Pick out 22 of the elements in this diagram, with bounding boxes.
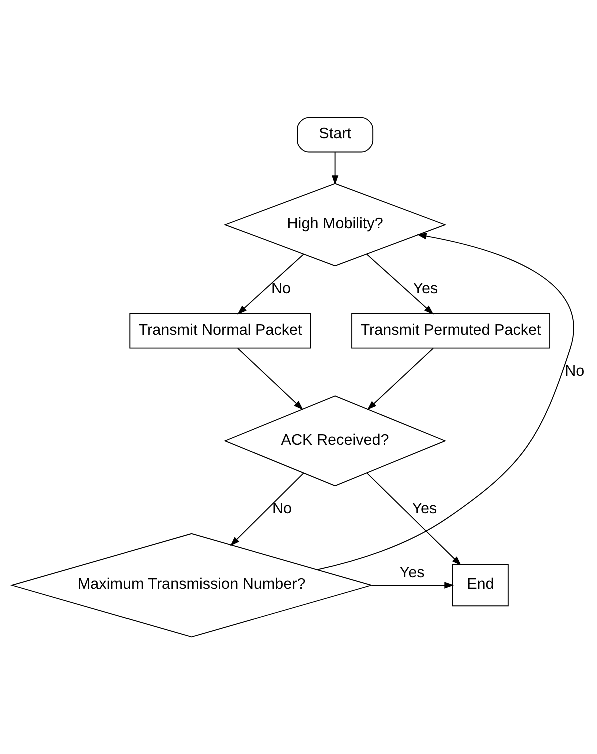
edge-label: Yes <box>400 564 425 582</box>
arrow <box>366 472 462 566</box>
node-box: Start <box>297 116 374 152</box>
edge-label: No <box>271 280 292 298</box>
arrow <box>367 348 434 410</box>
arrow <box>238 253 304 314</box>
node-box: Transmit Normal Packet <box>130 312 312 348</box>
arrow <box>317 232 574 570</box>
arrow <box>371 582 454 588</box>
arrow <box>332 152 339 185</box>
edge-label: No <box>565 362 585 380</box>
node-diamond: ACK Received? <box>224 395 447 486</box>
edge-label: Yes <box>412 500 438 518</box>
node-diamond: Maximum Transmission Number? <box>10 532 374 638</box>
node-box: Transmit Permuted Packet <box>352 312 550 348</box>
arrow <box>237 348 304 410</box>
arrow <box>366 253 434 314</box>
edge-label: Yes <box>413 280 438 298</box>
edge-label: No <box>272 500 292 518</box>
node-diamond: High Mobility? <box>224 182 447 266</box>
node-box: End <box>452 564 509 606</box>
arrow <box>230 472 304 546</box>
